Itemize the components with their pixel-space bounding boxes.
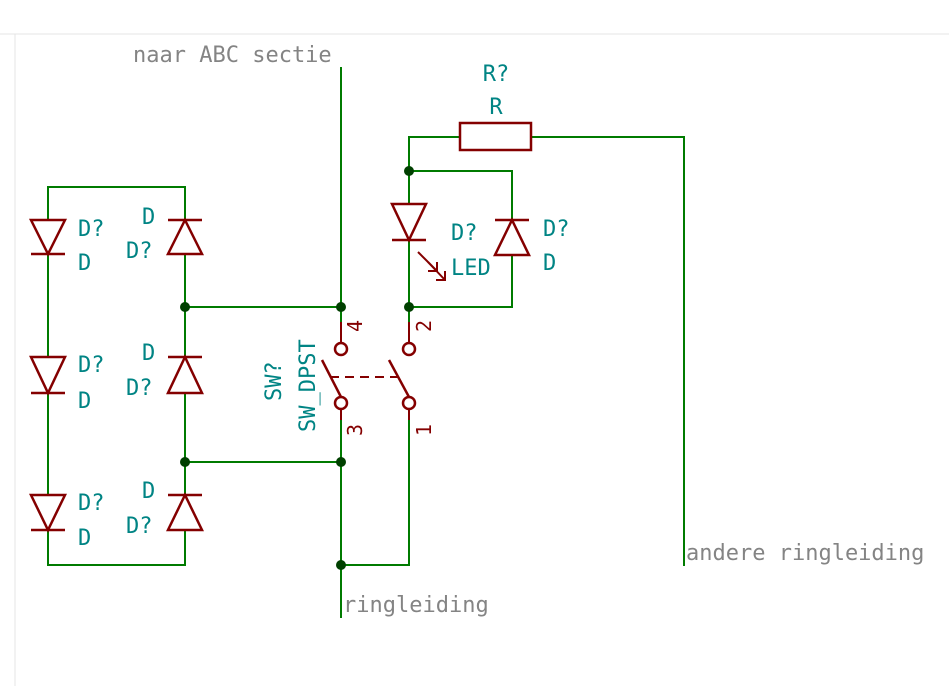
led-light-arrow-icon — [417, 251, 446, 281]
diode-value: D — [142, 479, 155, 504]
junction-dot — [336, 302, 346, 312]
switch-dpst: SW? SW_DPST 4 2 3 1 — [262, 320, 436, 436]
diode-bridge-right-1: D D? — [126, 205, 205, 264]
wires — [47, 67, 685, 618]
net-label-top: naar ABC sectie — [133, 43, 332, 68]
wire-bridge-top — [47, 186, 186, 221]
switch-pin-number: 1 — [412, 424, 436, 436]
led-ref: D? — [451, 221, 478, 246]
diode-ref: D? — [543, 217, 570, 242]
wire-pin1-bottom — [340, 419, 410, 566]
diode-value: D — [543, 251, 556, 276]
diode-bridge-right-2: D D? — [126, 341, 204, 401]
diode-ref: D? — [78, 353, 105, 378]
diode-ref: D? — [126, 239, 153, 264]
wire-led-bridge-bottom — [408, 239, 513, 308]
switch-value: SW_DPST — [296, 339, 321, 432]
net-label-bottom: ringleiding — [343, 593, 489, 618]
led: D? LED — [390, 202, 491, 281]
junction-dot — [404, 302, 414, 312]
diode-value: D — [78, 389, 91, 414]
junction-dot — [404, 166, 414, 176]
diode-ref: D? — [78, 491, 105, 516]
switch-pin-number: 2 — [412, 320, 436, 332]
junction-dot — [180, 457, 190, 467]
switch-ref: SW? — [262, 361, 287, 401]
led-value: LED — [451, 256, 491, 281]
diode-bridge-left-1: D? D — [28, 217, 105, 276]
diode-value: D — [142, 205, 155, 230]
diode-parallel: D? D — [493, 217, 570, 276]
diode-value: D — [78, 251, 91, 276]
wire-bridge-bottom — [47, 529, 186, 566]
diode-bridge-left-3: D? D — [29, 491, 105, 551]
diode-ref: D? — [126, 376, 153, 401]
wire-andere-ringleiding — [530, 136, 685, 566]
junction-dot — [180, 302, 190, 312]
diode-value: D — [142, 341, 155, 366]
net-label-right: andere ringleiding — [686, 541, 924, 566]
resistor-ref: R? — [483, 62, 510, 87]
resistor: R? R — [458, 62, 533, 152]
sheet-border — [0, 33, 949, 686]
junctions — [180, 166, 414, 570]
wire-led-top — [408, 136, 461, 205]
diode-ref: D? — [126, 514, 153, 539]
diode-bridge-right-3: D D? — [126, 479, 204, 539]
switch-pin-number: 4 — [343, 320, 367, 332]
junction-dot — [336, 457, 346, 467]
junction-dot — [336, 560, 346, 570]
diode-bridge-left-2: D? D — [29, 353, 105, 414]
diode-value: D — [78, 526, 91, 551]
switch-pin-number: 3 — [343, 424, 367, 436]
resistor-value: R — [489, 95, 503, 120]
wire-led-bridge-top — [408, 170, 513, 221]
diode-ref: D? — [78, 217, 105, 242]
